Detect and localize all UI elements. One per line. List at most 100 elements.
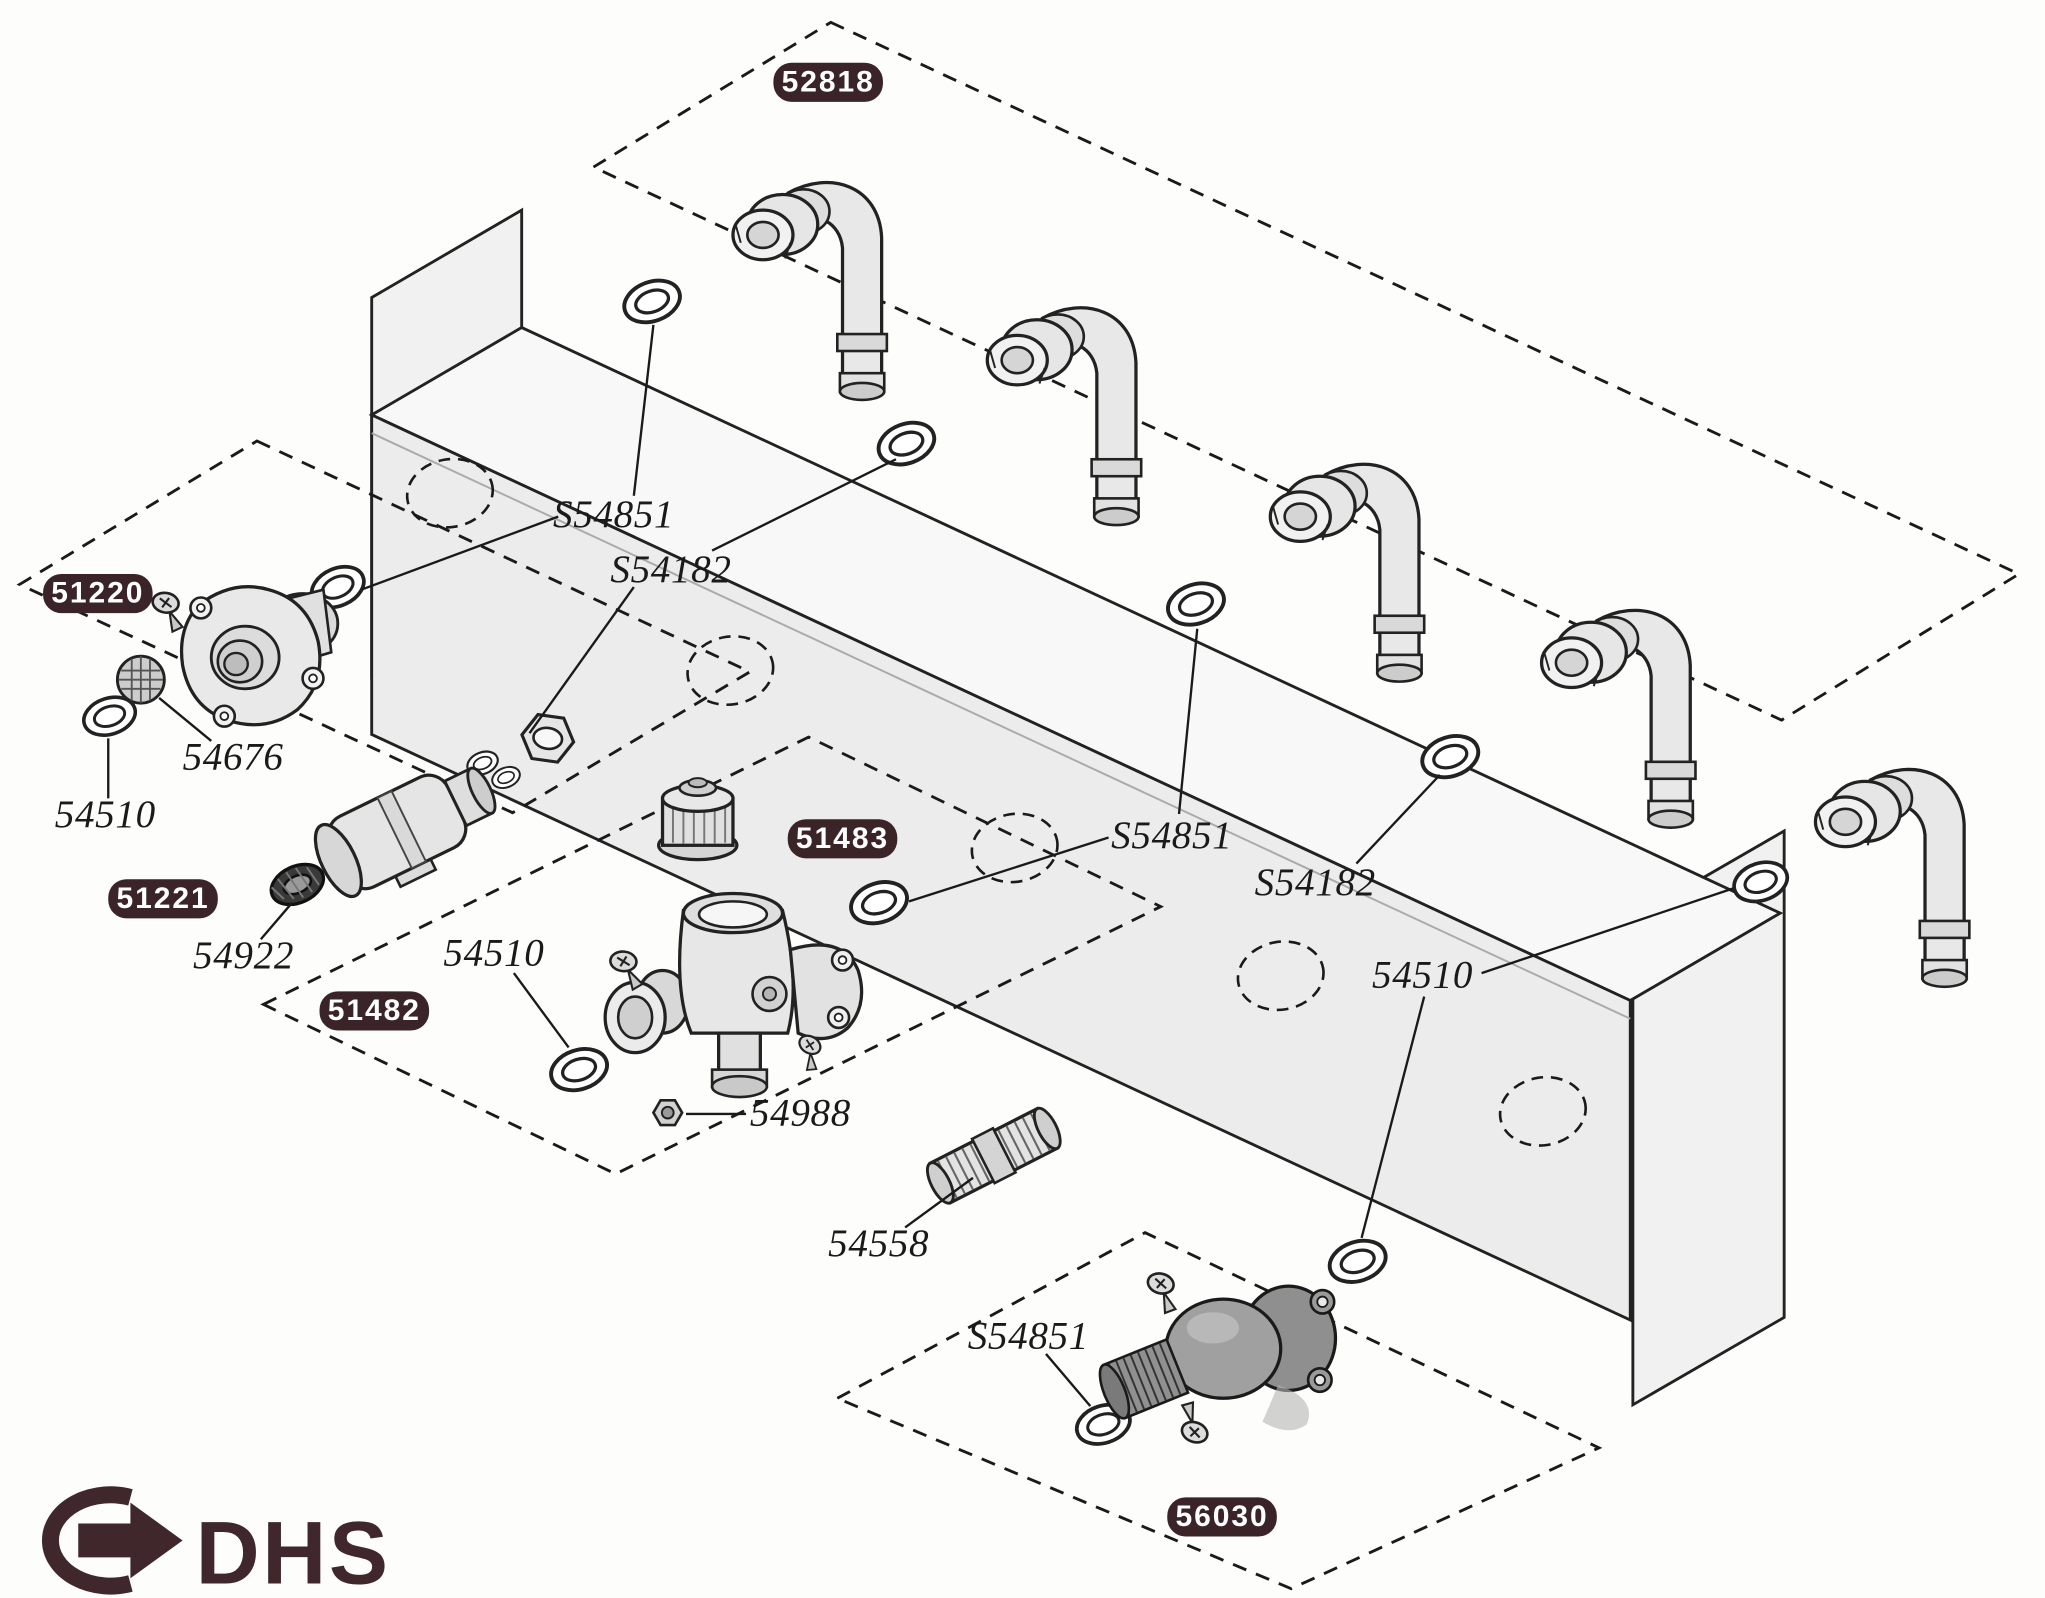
dashed-panel-56030 <box>833 1231 1603 1591</box>
strainer-mesh <box>118 656 164 704</box>
lug-hole <box>196 603 206 613</box>
badge-label: 51483 <box>796 822 889 855</box>
elbow-pipe-3 <box>1268 462 1426 684</box>
nipple-end <box>1032 1106 1062 1151</box>
mounting-hole <box>1236 940 1325 1012</box>
valve-outlet <box>466 766 497 815</box>
callout-s54851: S54851 <box>968 1315 1089 1358</box>
outlet-end <box>710 1074 769 1099</box>
elbow-pipe-5 <box>1813 767 1971 989</box>
valve-51221 <box>313 766 497 899</box>
leader-line <box>1045 1353 1092 1407</box>
screw <box>146 589 190 635</box>
valve-band <box>376 789 428 870</box>
lug-hole <box>219 711 230 722</box>
leader-line <box>1360 996 1426 1239</box>
elbow-pipe-1 <box>731 180 889 402</box>
o-ring <box>616 271 688 332</box>
callout-54676: 54676 <box>183 736 284 779</box>
lug-hole <box>308 673 318 684</box>
callout-54922: 54922 <box>193 934 294 977</box>
callout-54510: 54510 <box>1372 953 1473 996</box>
valve-51482 <box>603 891 864 1099</box>
badge-label: 52818 <box>782 65 875 98</box>
leader-line <box>711 458 897 552</box>
elbow-pipe-4 <box>1539 608 1698 830</box>
rail-edge-line <box>371 432 1631 1020</box>
callout-s54851: S54851 <box>553 493 674 536</box>
badge-background <box>1167 1497 1277 1537</box>
cap-tip <box>687 777 708 789</box>
logo-arc-icon <box>41 1486 133 1595</box>
nut-bore <box>660 1105 675 1120</box>
badge-56030: 56030 <box>1167 1497 1277 1537</box>
threaded-outlet <box>1098 1337 1190 1420</box>
dashed-panel-51220 <box>16 439 753 815</box>
highlight <box>1186 1312 1239 1344</box>
screw <box>1139 1269 1185 1317</box>
badge-52818: 52818 <box>773 62 883 102</box>
rail-mounting-holes <box>405 457 1587 1147</box>
mounting-hole <box>686 635 775 707</box>
logo-arrow-icon <box>78 1502 183 1579</box>
leader-line <box>904 1176 974 1229</box>
top-port-bore <box>697 900 769 929</box>
badge-label: 51220 <box>51 577 144 610</box>
shadow <box>1262 1385 1310 1431</box>
nipple-end <box>925 1161 955 1205</box>
side-port-bore <box>616 995 654 1040</box>
badge-51483: 51483 <box>787 819 898 859</box>
leader-line <box>158 697 213 742</box>
lug-hole <box>837 955 848 965</box>
seal-54922 <box>269 862 326 907</box>
leader-line <box>1355 774 1441 865</box>
lug-hole <box>833 1012 844 1023</box>
badge-51220: 51220 <box>43 574 153 614</box>
nipple-54558 <box>925 1106 1062 1205</box>
outlet-end <box>1098 1363 1131 1420</box>
lug-hole <box>1316 1295 1329 1308</box>
badge-51482: 51482 <box>319 991 430 1031</box>
mounting-rail <box>368 207 1786 1408</box>
badge-51221: 51221 <box>108 879 218 919</box>
nut-bore <box>532 726 564 751</box>
nipple-collar <box>970 1126 1018 1185</box>
valve-51220 <box>146 585 340 728</box>
callout-54988: 54988 <box>750 1092 851 1135</box>
callout-s54182: S54182 <box>610 548 731 591</box>
strainer-54676 <box>115 654 166 705</box>
lug-hole <box>1313 1373 1326 1387</box>
badge-background <box>787 819 898 859</box>
screw <box>1170 1398 1218 1448</box>
o-ring <box>870 413 943 474</box>
badge-label: 51221 <box>116 882 209 915</box>
valve-56030 <box>1098 1269 1338 1448</box>
callout-54510: 54510 <box>55 793 156 836</box>
cap-51483 <box>656 777 739 862</box>
valve-end-cap <box>313 822 363 899</box>
dashed-panel-52818 <box>590 20 2022 722</box>
callout-54510: 54510 <box>443 931 544 974</box>
dhs-logo: DHS <box>41 1486 391 1598</box>
leader-line <box>908 836 1109 903</box>
o-ring <box>1160 574 1232 634</box>
mounting-hole <box>1498 1075 1587 1147</box>
dashed-panel-51482 <box>260 735 1165 1176</box>
mounting-hole <box>970 812 1059 884</box>
logo-text: DHS <box>196 1503 391 1598</box>
badge-label: 51482 <box>328 994 421 1027</box>
badge-background <box>319 991 430 1031</box>
leader-line <box>360 515 559 591</box>
mounting-hole <box>405 457 495 529</box>
o-ring <box>543 1040 615 1100</box>
leader-line <box>259 901 294 940</box>
badge-background <box>108 879 218 919</box>
leader-line <box>1177 628 1199 815</box>
port-bore <box>223 651 249 677</box>
seal-ridges <box>270 866 320 900</box>
leader-line <box>512 972 570 1049</box>
callout-54558: 54558 <box>828 1222 929 1265</box>
badge-background <box>43 574 153 614</box>
nut-54988 <box>651 1098 684 1127</box>
